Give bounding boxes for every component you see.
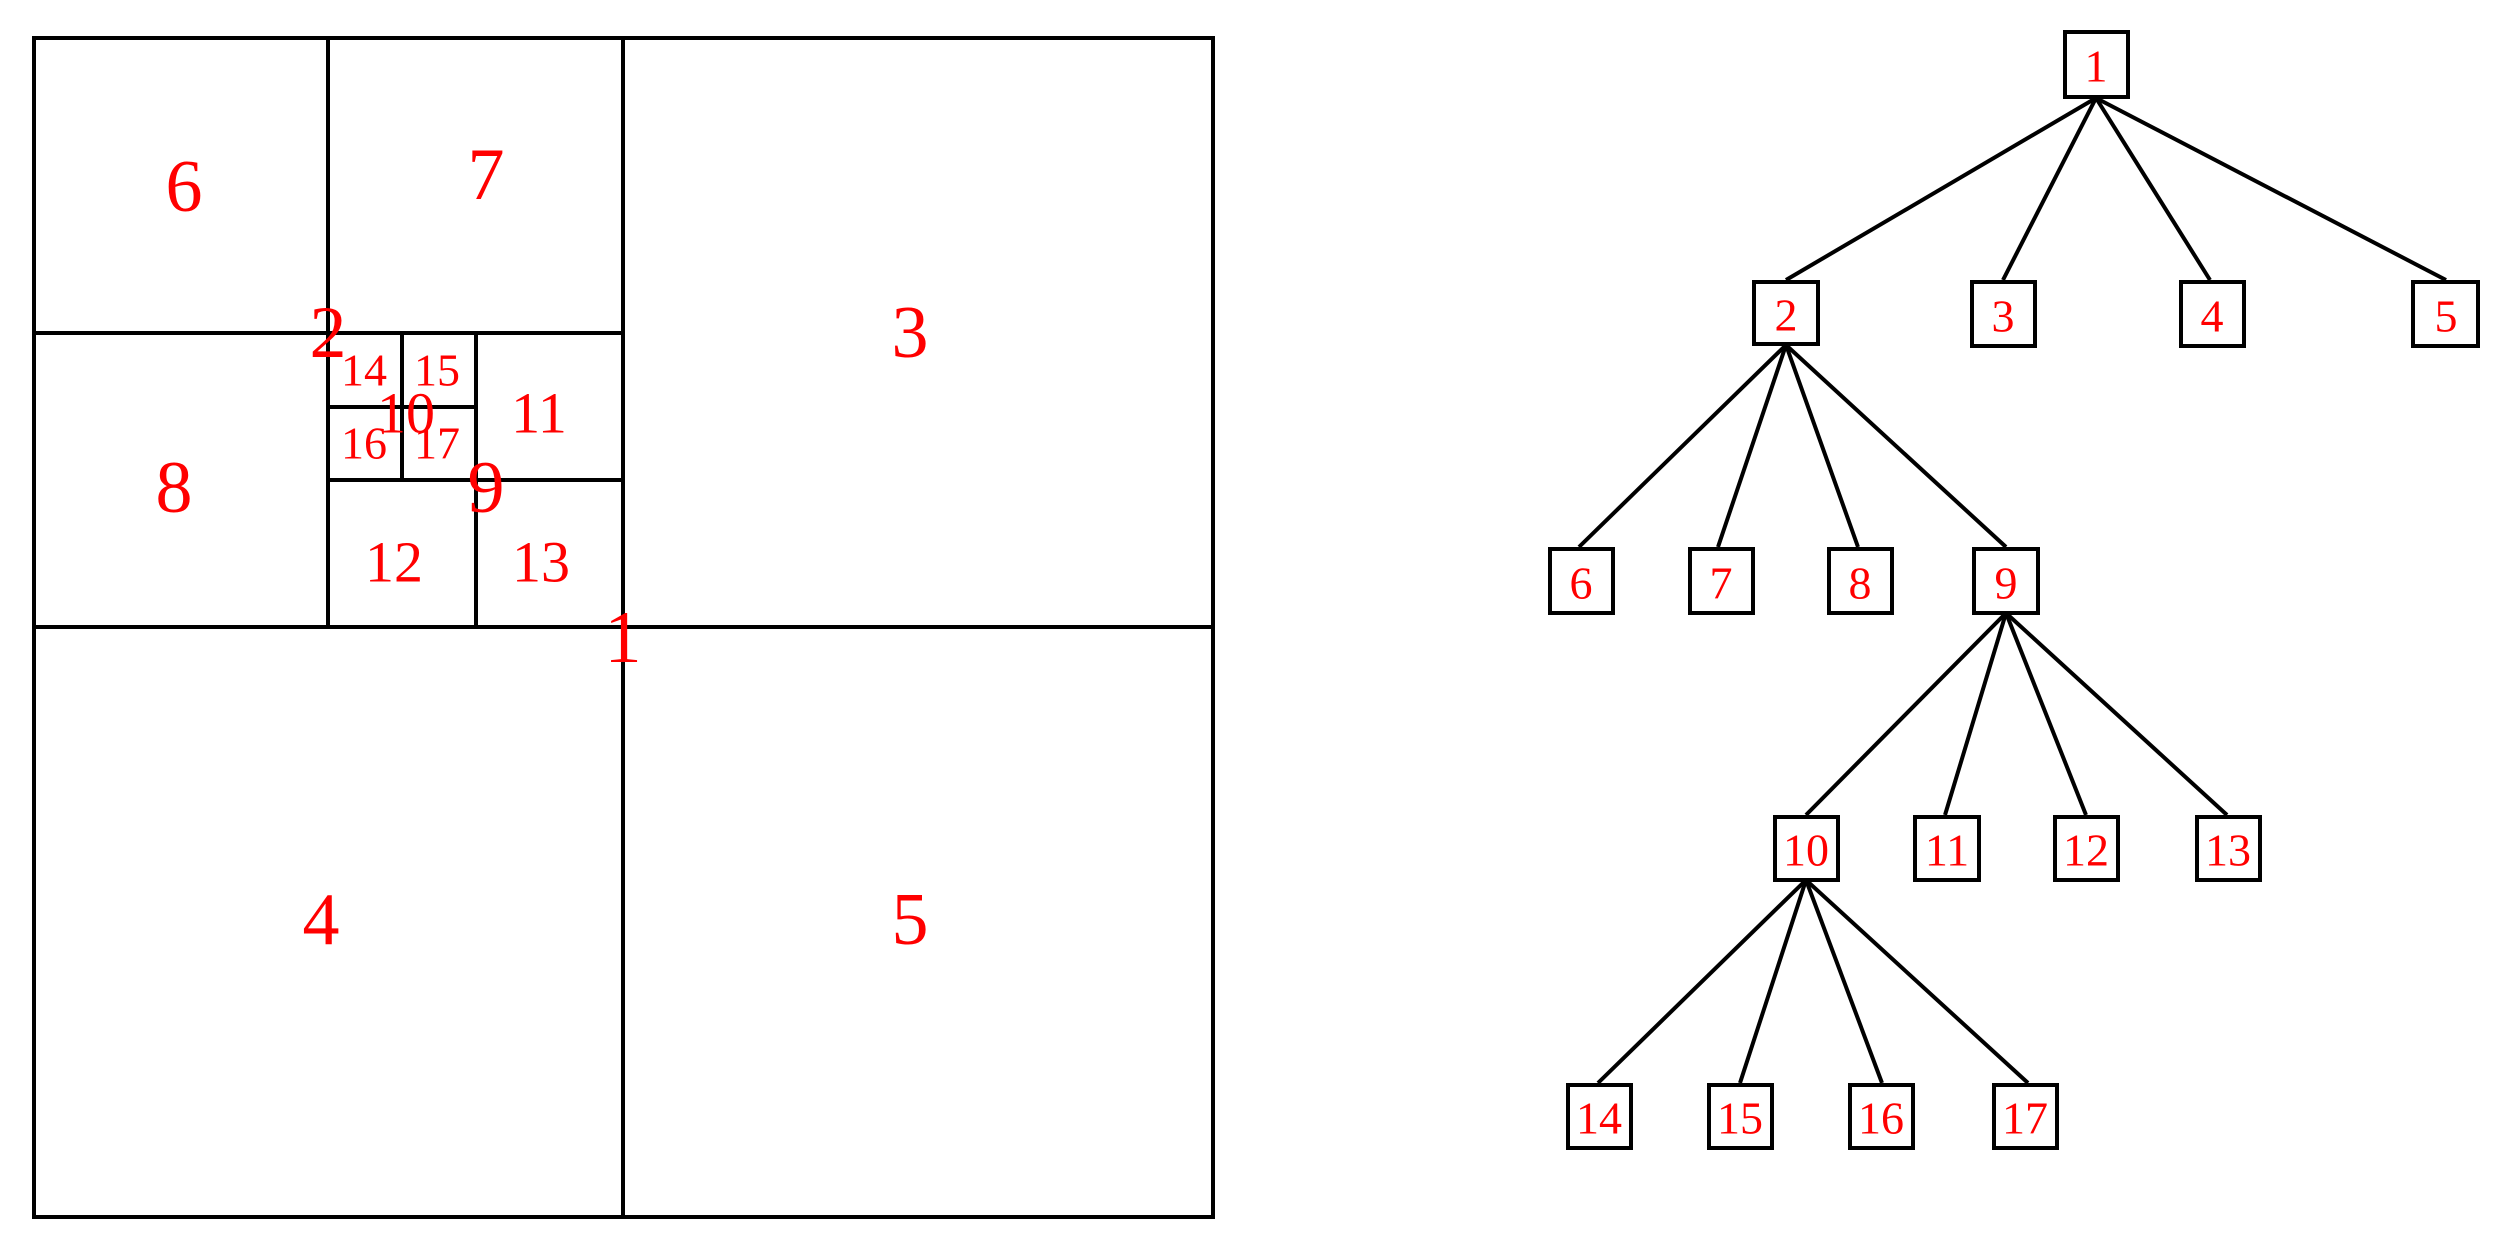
tree-edge-9-12: [2004, 612, 2088, 816]
quadtree-grid: [32, 36, 1215, 1219]
tree-node-1: 1: [2063, 30, 2130, 99]
region-label-11: 11: [511, 381, 567, 446]
tree-node-11: 11: [1913, 815, 1981, 882]
tree-edge-9-11: [1943, 612, 2008, 816]
region-label-12: 12: [365, 530, 423, 595]
tree-node-label-11: 11: [1925, 825, 1969, 876]
tree-node-label-17: 17: [2002, 1093, 2048, 1144]
tree-node-15: 15: [1707, 1083, 1774, 1150]
region-label-7: 7: [468, 134, 505, 216]
tree-node-9: 9: [1972, 547, 2040, 615]
tree-edge-1-2: [1784, 96, 2098, 282]
tree-node-6: 6: [1548, 547, 1615, 615]
tree-edge-10-14: [1596, 878, 1808, 1085]
region-label-17: 17: [414, 418, 460, 469]
tree-node-label-5: 5: [2435, 291, 2458, 342]
tree-nodes: 1 2 3 4 5 6 7 8: [1548, 30, 2480, 1150]
region-label-6: 6: [166, 146, 203, 228]
tree-node-label-14: 14: [1576, 1093, 1622, 1144]
tree-edge-10-16: [1804, 879, 1884, 1084]
tree-edge-2-9: [1784, 343, 2008, 549]
tree-node-label-4: 4: [2201, 291, 2224, 342]
tree-node-label-13: 13: [2205, 825, 2251, 876]
region-label-9: 9: [468, 447, 505, 529]
tree-node-label-8: 8: [1849, 558, 1872, 609]
tree-node-label-10: 10: [1783, 825, 1829, 876]
region-label-1: 1: [605, 597, 642, 679]
tree-node-label-3: 3: [1992, 291, 2015, 342]
tree-node-label-9: 9: [1995, 558, 2018, 609]
tree-edge-1-4: [2094, 96, 2212, 282]
tree-edge-1-3: [2001, 97, 2098, 281]
tree-edge-9-10: [1804, 611, 2008, 817]
tree-node-label-6: 6: [1570, 558, 1593, 609]
tree-node-14: 14: [1566, 1083, 1633, 1150]
tree-node-12: 12: [2053, 815, 2120, 882]
region-label-2: 2: [310, 292, 347, 374]
tree-edge-2-6: [1577, 343, 1788, 549]
tree-node-label-16: 16: [1858, 1093, 1904, 1144]
tree-node-13: 13: [2195, 815, 2262, 882]
region-label-8: 8: [156, 447, 193, 529]
tree-node-16: 16: [1848, 1083, 1915, 1150]
tree-node-label-12: 12: [2063, 825, 2109, 876]
tree-edge-10-15: [1738, 879, 1808, 1084]
region-label-15: 15: [414, 345, 460, 396]
tree-node-label-1: 1: [2085, 41, 2108, 92]
tree-node-label-15: 15: [1717, 1093, 1763, 1144]
tree-node-label-2: 2: [1775, 290, 1798, 341]
region-label-16: 16: [341, 418, 387, 469]
region-label-10: 10: [377, 381, 435, 446]
tree-edge-2-7: [1716, 344, 1788, 548]
tree-node-5: 5: [2411, 280, 2480, 348]
region-label-13: 13: [512, 530, 570, 595]
tree-node-7: 7: [1688, 547, 1755, 615]
region-label-3: 3: [892, 292, 929, 374]
tree-node-4: 4: [2179, 280, 2246, 348]
region-labels: 1 2 3 4 5 6 7 8 9 10 11 12 13 14 15 16 1…: [156, 134, 929, 961]
tree-edge-10-17: [1804, 878, 2030, 1085]
tree-edge-1-5: [2095, 96, 2447, 282]
region-label-5: 5: [892, 879, 929, 961]
tree-node-10: 10: [1773, 815, 1840, 882]
tree-node-label-7: 7: [1710, 558, 1733, 609]
tree-node-3: 3: [1970, 280, 2037, 348]
tree-node-8: 8: [1827, 547, 1894, 615]
tree-node-2: 2: [1752, 280, 1820, 346]
tree-edge-9-13: [2004, 611, 2229, 817]
tree-node-17: 17: [1992, 1083, 2059, 1150]
tree-edges: [1577, 96, 2447, 1085]
region-label-14: 14: [341, 345, 387, 396]
region-label-4: 4: [303, 879, 340, 961]
tree-edge-2-8: [1784, 344, 1860, 548]
